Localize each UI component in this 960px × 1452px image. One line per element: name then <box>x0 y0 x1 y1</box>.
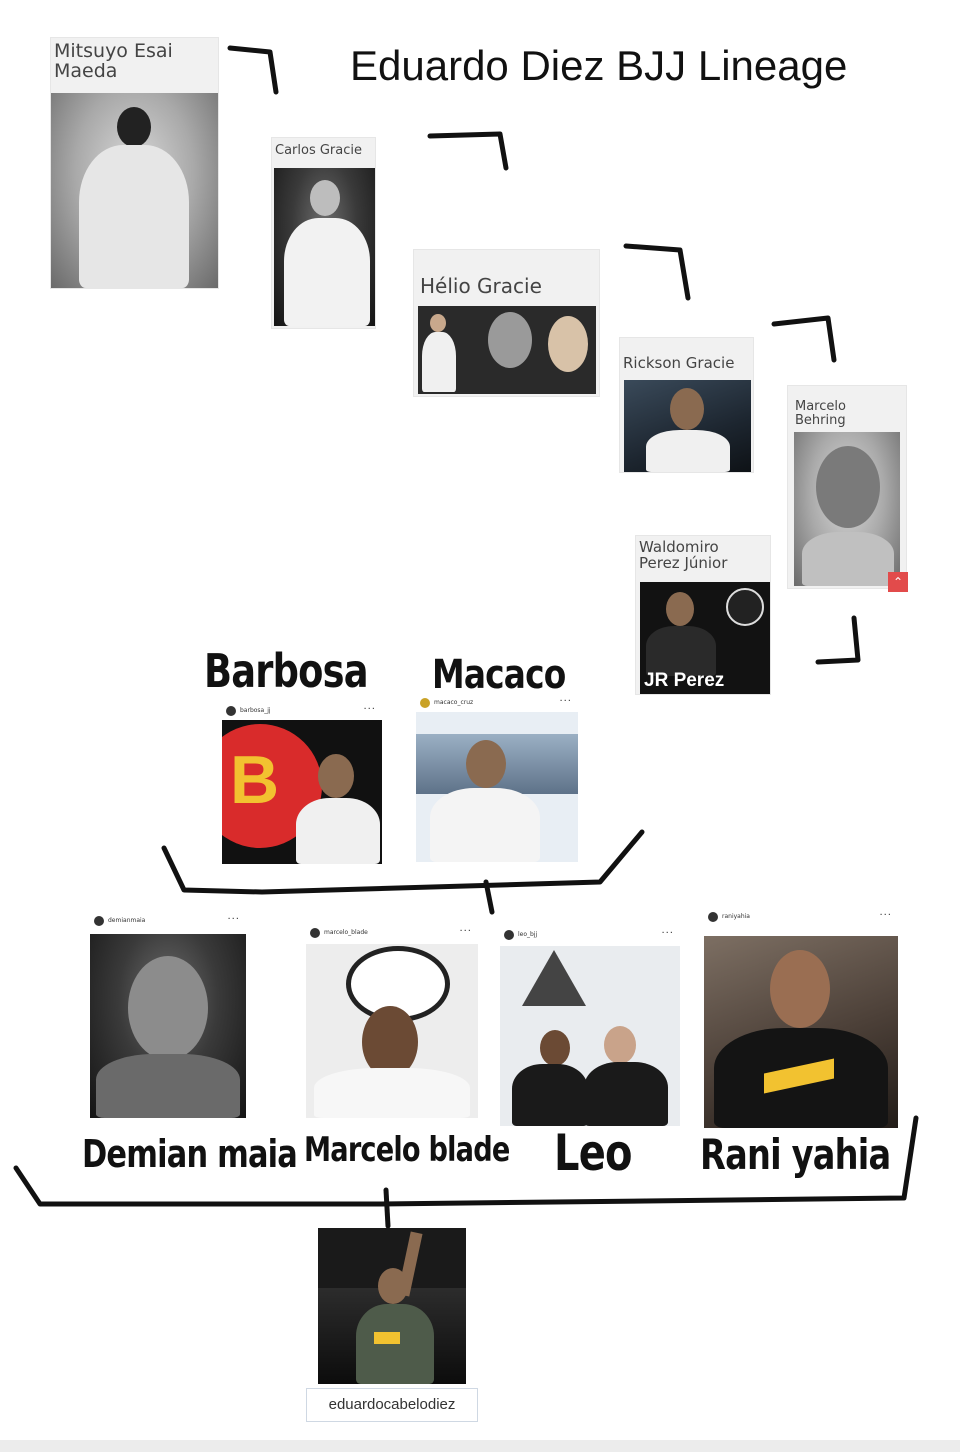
avatar <box>420 698 430 708</box>
card-rickson-gracie: Rickson Gracie <box>620 338 753 472</box>
more-options-icon[interactable]: ··· <box>459 926 472 937</box>
rani-yahia-name: Rani yahia <box>700 1130 891 1179</box>
maeda-photo <box>51 93 218 288</box>
post-leo[interactable]: leo_bjj ··· <box>500 926 680 1126</box>
marcelo-behring-photo <box>794 432 900 586</box>
post-username: macaco_cruz <box>434 699 474 706</box>
post-username: barbosa_jj <box>240 707 271 714</box>
card-carlos-gracie: Carlos Gracie <box>272 138 375 328</box>
avatar <box>226 706 236 716</box>
triangle-logo-icon <box>522 950 586 1006</box>
jr-perez-caption: JR Perez <box>644 670 725 691</box>
marcelo-behring-name: Marcelo Behring <box>795 399 846 428</box>
post-header: leo_bjj ··· <box>500 926 680 946</box>
demian-maia-name: Demian maia <box>82 1132 298 1176</box>
more-options-icon[interactable]: ··· <box>227 914 240 925</box>
card-helio-gracie: Hélio Gracie <box>414 250 599 396</box>
leo-name: Leo <box>554 1124 633 1182</box>
post-rani-yahia[interactable]: raniyahia ··· <box>704 908 898 1128</box>
post-username: demianmaia <box>108 917 146 924</box>
post-marcelo-blade[interactable]: marcelo_blade ··· <box>306 924 478 1118</box>
bottom-divider <box>0 1440 960 1452</box>
card-marcelo-behring: Marcelo Behring ⌃ <box>788 386 908 592</box>
post-username: marcelo_blade <box>324 929 368 936</box>
carlos-gracie-name: Carlos Gracie <box>275 143 363 158</box>
waldomiro-perez-name: Waldomiro Perez Júnior <box>639 538 728 572</box>
connector-helio-rickson <box>623 243 691 301</box>
waldomiro-perez-photo: JR Perez <box>640 582 770 694</box>
bracket-lower-tier <box>13 1115 919 1207</box>
macaco-name: Macaco <box>432 652 566 698</box>
post-header: marcelo_blade ··· <box>306 924 478 944</box>
post-username: leo_bjj <box>518 931 538 938</box>
academy-logo-icon <box>726 588 764 626</box>
eduardo-diez-photo <box>318 1228 466 1384</box>
card-waldomiro-perez: Waldomiro Perez Júnior JR Perez <box>636 536 770 694</box>
maeda-name: Mitsuyo Esai Maeda <box>54 40 173 82</box>
post-header: macaco_cruz ··· <box>416 694 578 712</box>
avatar <box>310 928 320 938</box>
more-options-icon[interactable]: ··· <box>363 704 376 715</box>
more-options-icon[interactable]: ··· <box>879 910 892 921</box>
marcelo-blade-name: Marcelo blade <box>304 1130 510 1170</box>
card-maeda: Mitsuyo Esai Maeda <box>51 38 218 288</box>
post-barbosa[interactable]: barbosa_jj ··· B <box>222 702 382 864</box>
b9-letter-icon: B <box>230 742 280 818</box>
rickson-gracie-photo <box>624 380 751 472</box>
post-demian-maia[interactable]: demianmaia ··· <box>90 912 246 1118</box>
eduardo-diez-username: eduardocabelodiez <box>306 1388 478 1422</box>
avatar <box>94 916 104 926</box>
post-header: demianmaia ··· <box>90 912 246 932</box>
page-title: Eduardo Diez BJJ Lineage <box>350 42 848 89</box>
more-options-icon[interactable]: ··· <box>559 696 572 707</box>
avatar <box>708 912 718 922</box>
connector-carlos-helio <box>427 131 509 171</box>
post-macaco[interactable]: macaco_cruz ··· <box>416 694 578 862</box>
chevron-up-icon[interactable]: ⌃ <box>888 572 908 592</box>
helio-gracie-photo-strip <box>418 306 596 394</box>
bracket-lower-stem <box>383 1187 391 1229</box>
more-options-icon[interactable]: ··· <box>661 928 674 939</box>
carlos-gracie-photo <box>274 168 375 326</box>
barbosa-name: Barbosa <box>204 644 369 698</box>
connector-rickson-behring <box>771 315 837 363</box>
post-header: raniyahia ··· <box>704 908 898 934</box>
rickson-gracie-name: Rickson Gracie <box>623 354 735 372</box>
connector-maeda-carlos <box>227 45 279 95</box>
avatar <box>504 930 514 940</box>
connector-behring-perez <box>815 615 861 665</box>
bracket-middle-tier <box>161 829 645 895</box>
post-username: raniyahia <box>722 913 750 920</box>
bracket-middle-stem <box>483 879 495 915</box>
post-header: barbosa_jj ··· <box>222 702 382 720</box>
helio-gracie-name: Hélio Gracie <box>420 274 542 298</box>
